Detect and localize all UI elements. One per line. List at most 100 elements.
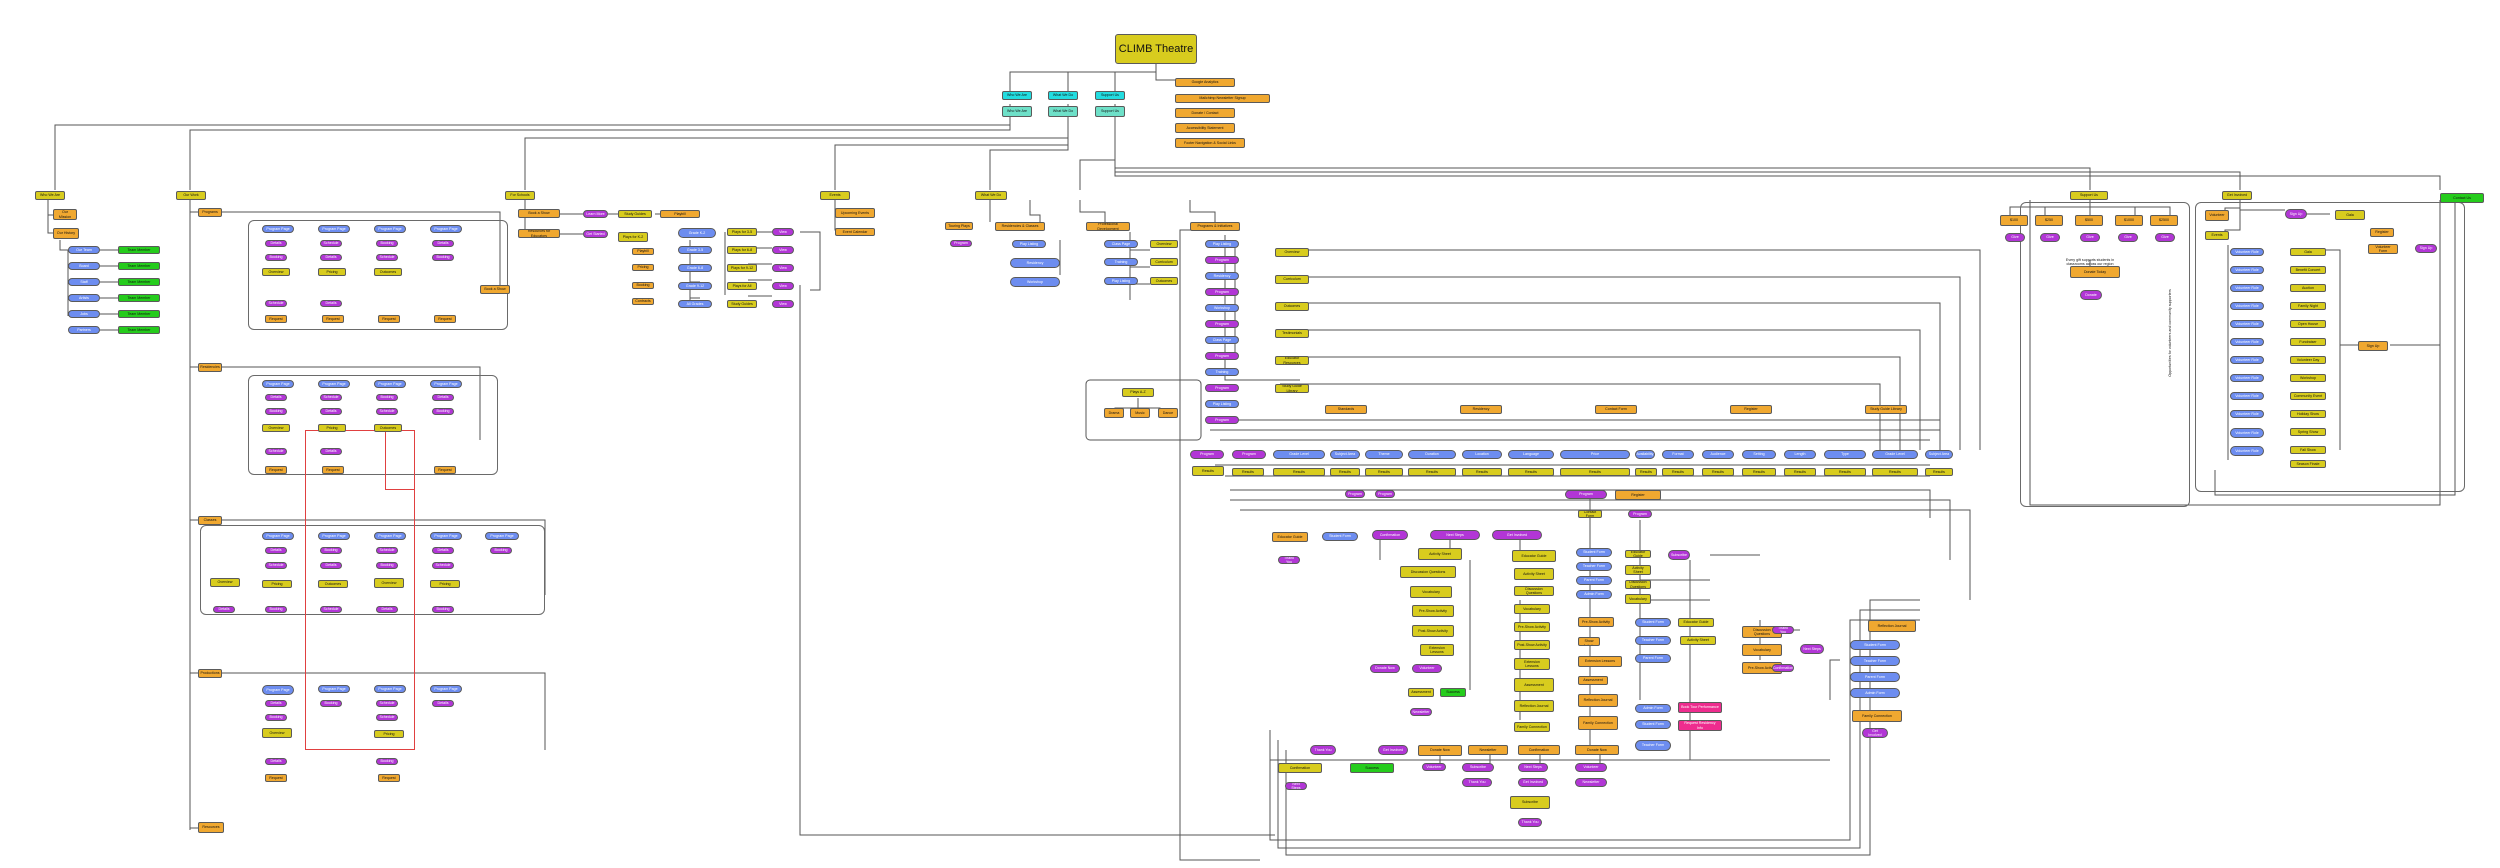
bot-p-f[interactable]: Volunteer — [1412, 664, 1442, 673]
lb4-yellow-1[interactable]: Pricing — [374, 730, 404, 738]
lb2-purple-5[interactable]: Schedule — [376, 408, 398, 415]
lb4-orange-1[interactable]: Request — [378, 774, 400, 782]
plays-0[interactable]: Drama — [1104, 408, 1124, 418]
lb1-orange-0[interactable]: Request — [265, 315, 287, 323]
lb1-purple-5[interactable]: Schedule — [376, 254, 398, 261]
brow-p0[interactable]: Program — [1190, 450, 1224, 459]
center-y-5[interactable]: Study Guide Library — [1275, 384, 1309, 393]
left-a-blue-3[interactable]: Artists — [68, 294, 100, 302]
bot-b-2[interactable]: Parent Form — [1576, 576, 1612, 585]
center-col-2-b0[interactable]: Class Page — [1104, 240, 1138, 248]
yrow-16[interactable]: Results — [1925, 468, 1953, 476]
left-a-green-4[interactable]: Team Member — [118, 310, 160, 318]
rb-b-10[interactable]: Volunteer Role — [2230, 428, 2264, 438]
lb1-purple-7[interactable]: Booking — [432, 254, 454, 261]
lb1-blue-2[interactable]: Program Page — [374, 225, 406, 233]
foot-p-3[interactable]: Volunteer — [1422, 763, 1446, 771]
rb-b-2[interactable]: Volunteer Role — [2230, 284, 2264, 292]
bot-b-r3[interactable]: Admin Form — [1635, 704, 1671, 713]
foot-o-2[interactable]: Confirmation — [1518, 745, 1560, 755]
rb-b-7[interactable]: Volunteer Role — [2230, 374, 2264, 382]
center-b-1[interactable]: Residency — [1205, 272, 1239, 280]
lb3-purple-3[interactable]: Details — [432, 547, 454, 554]
lb4-purple-5[interactable]: Schedule — [376, 714, 398, 721]
mid-a-o-2[interactable]: Booking — [632, 282, 654, 289]
right-o-1[interactable]: Family Connection — [1852, 710, 1902, 722]
rb-y-11[interactable]: Fall Show — [2290, 446, 2326, 454]
orow-2[interactable]: Contact Form — [1595, 405, 1637, 414]
mid-a-o-0[interactable]: Playbill — [632, 248, 654, 255]
orow-0[interactable]: Standards — [1325, 405, 1367, 414]
bot-p-r2[interactable]: Next Steps — [1800, 644, 1824, 654]
yrow-4[interactable]: Results — [1365, 468, 1403, 476]
right-a-head[interactable]: Support Us — [2070, 191, 2108, 200]
mid-a-p-3[interactable]: View — [772, 282, 794, 290]
bot-pink-1[interactable]: Request Residency Info — [1678, 720, 1722, 731]
tier-3[interactable]: $1000 — [2115, 215, 2143, 226]
bot-p-b[interactable]: Confirmation — [1372, 530, 1408, 540]
lb4-blue-1[interactable]: Program Page — [318, 685, 350, 693]
left-a-green-0[interactable]: Team Member — [118, 246, 160, 254]
lb3-purple-12[interactable]: Details — [376, 606, 398, 613]
center-b-3[interactable]: Class Page — [1205, 336, 1239, 344]
bot-b-r0[interactable]: Student Form — [1635, 618, 1671, 627]
center-y-2[interactable]: Outcomes — [1275, 302, 1309, 311]
rb-b-11[interactable]: Volunteer Role — [2230, 446, 2264, 456]
left-b-section-1[interactable]: Residencies — [198, 363, 222, 372]
foot-green[interactable]: Success — [1350, 763, 1394, 773]
bot-p-c[interactable]: Next Steps — [1430, 530, 1480, 540]
bot-b-0[interactable]: Student Form — [1576, 548, 1612, 557]
bot-p-m[interactable]: Subscribe — [1668, 550, 1690, 560]
center-head[interactable]: What We Do — [975, 191, 1007, 200]
bot-y-m3[interactable]: Vocabulary — [1625, 594, 1651, 604]
brow-9[interactable]: Audience — [1702, 450, 1734, 459]
bot-y-0[interactable]: Discussion Questions — [1400, 566, 1456, 578]
left-a-green-3[interactable]: Team Member — [118, 294, 160, 302]
mid-a-blue-0[interactable]: Grade K-2 — [678, 228, 716, 238]
right-b-green[interactable]: Contact Us — [2440, 193, 2484, 203]
yrow-1[interactable]: Results — [1232, 468, 1264, 476]
rb-y-1[interactable]: Benefit Concert — [2290, 266, 2326, 274]
left-a-blue-4[interactable]: Jobs — [68, 310, 100, 318]
bot-r-5[interactable]: Post-Show Activity — [1514, 640, 1550, 650]
rb-y-3[interactable]: Family Night — [2290, 302, 2326, 310]
center-col-1-b2[interactable]: Workshop — [1010, 277, 1060, 287]
center-y-0[interactable]: Overview — [1275, 248, 1309, 257]
rb-y-4[interactable]: Open House — [2290, 320, 2326, 328]
brow-5[interactable]: Language — [1508, 450, 1554, 459]
lb2-purple-8[interactable]: Schedule — [265, 448, 287, 455]
brow-12[interactable]: Type — [1824, 450, 1866, 459]
lb3-purple-4[interactable]: Booking — [490, 547, 512, 554]
lb3-purple-0[interactable]: Details — [265, 547, 287, 554]
rb-y-7[interactable]: Workshop — [2290, 374, 2326, 382]
foot-p-10[interactable]: Thank You — [1518, 818, 1542, 827]
lb2-blue-2[interactable]: Program Page — [374, 380, 406, 388]
left-a-sub-1[interactable]: Our History — [53, 228, 79, 239]
mid-a-blue-2[interactable]: Grade 6-8 — [678, 264, 712, 272]
row-y-c[interactable]: Contact Form — [1578, 510, 1602, 518]
lb1-yellow-0[interactable]: Overview — [262, 268, 290, 276]
brow-0[interactable]: Grade Level — [1273, 450, 1325, 459]
lb1-yellow-2[interactable]: Outcomes — [374, 268, 402, 276]
bot-y-top[interactable]: Activity Sheet — [1418, 548, 1462, 560]
rb-y-8[interactable]: Community Event — [2290, 392, 2326, 400]
right-b-head[interactable]: Get Involved — [2222, 191, 2252, 200]
foot-p-7[interactable]: Get Involved — [1518, 778, 1548, 787]
lb1-orange-1[interactable]: Request — [322, 315, 344, 323]
bot-o-2[interactable]: Extension Lessons — [1578, 656, 1622, 667]
lb1-purple-9[interactable]: Details — [320, 300, 342, 307]
bot-r-7[interactable]: Assessment — [1514, 678, 1554, 692]
brow-6[interactable]: Price — [1560, 450, 1630, 459]
right-b-o-1[interactable]: Volunteer Form — [2368, 244, 2398, 254]
mid-a-o-1[interactable]: Pricing — [632, 264, 654, 271]
lb3-blue-2[interactable]: Program Page — [374, 532, 406, 540]
lb4-purple-1[interactable]: Booking — [320, 700, 342, 707]
bot-o-0[interactable]: Pre-Show Activity — [1578, 617, 1614, 627]
orow-1[interactable]: Residency — [1460, 405, 1502, 414]
foot-o-0[interactable]: Donate Now — [1418, 745, 1462, 756]
yrow-9[interactable]: Results — [1635, 468, 1657, 476]
cyan-what-we-do[interactable]: What We Do — [1048, 91, 1078, 100]
brow-2[interactable]: Theme — [1365, 450, 1403, 459]
left-b-section-2[interactable]: Classes — [198, 516, 222, 525]
foot-p-1[interactable]: Next Steps — [1285, 782, 1307, 790]
